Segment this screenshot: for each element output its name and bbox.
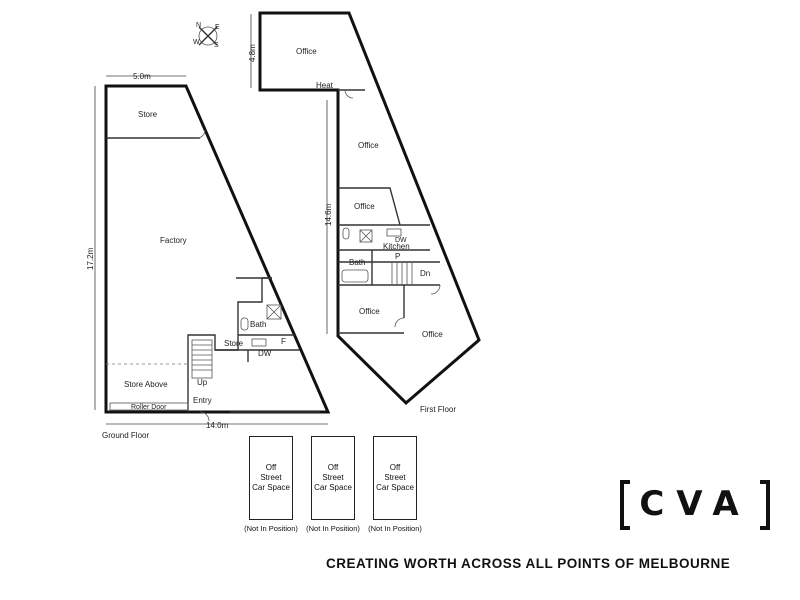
ground-dim-side: 17.2m xyxy=(86,247,95,270)
ff-bath-label: Bath xyxy=(349,258,365,267)
roller-door xyxy=(109,402,189,411)
ff-heat-label: Heat xyxy=(316,81,334,90)
car-space-2-label: Off Street Car Space xyxy=(314,463,352,492)
car-space-2-note: (Not In Position) xyxy=(306,524,360,533)
car-space-3: Off Street Car Space xyxy=(373,436,417,520)
ff-p-label: P xyxy=(395,252,400,261)
ff-shower-icon xyxy=(359,229,373,243)
ff-dn-label: Dn xyxy=(420,269,430,278)
ff-office5-label: Office xyxy=(422,330,443,339)
ff-office4-label: Office xyxy=(359,307,380,316)
compass-e: E xyxy=(215,24,220,31)
ground-store-label: Store xyxy=(138,110,158,119)
ground-dim-bottom: 14.0m xyxy=(206,421,229,430)
first-floor-outline xyxy=(258,11,481,406)
first-dim-side: 14.6m xyxy=(324,203,333,226)
store-door xyxy=(196,129,206,139)
ground-dw-label: DW xyxy=(258,349,272,358)
ground-floor-outline xyxy=(104,84,331,414)
ground-dim-top: 5.0m xyxy=(133,72,151,81)
ground-store2-label: Store xyxy=(224,339,244,348)
bathtub-icon xyxy=(341,269,369,283)
landing-door xyxy=(430,284,441,295)
ff-dw-label: DW xyxy=(395,237,407,244)
toilet-icon xyxy=(240,317,249,331)
ground-bath-label: Bath xyxy=(250,320,266,329)
car-space-2: Off Street Car Space xyxy=(311,436,355,520)
ff-kitchen-label: Kitchen xyxy=(383,242,410,251)
tagline: CREATING WORTH ACROSS ALL POINTS OF MELB… xyxy=(326,556,731,571)
ff-office3-label: Office xyxy=(354,202,375,211)
ff-office2-label: Office xyxy=(358,141,379,150)
logo-bracket-left xyxy=(620,480,630,530)
ground-up-label: Up xyxy=(197,378,208,387)
ff-stairs-icon xyxy=(391,262,413,285)
heat-door xyxy=(344,89,354,99)
sink-icon xyxy=(251,338,267,347)
entry-door xyxy=(199,411,210,422)
ff-toilet-icon xyxy=(342,227,350,240)
factory-label: Factory xyxy=(160,236,187,245)
store-above-label: Store Above xyxy=(124,380,168,389)
cva-logo: CVA xyxy=(620,480,770,534)
shower-icon xyxy=(266,304,282,320)
office3-wall xyxy=(338,187,401,226)
compass-n: N xyxy=(196,22,201,29)
ff-sink-icon xyxy=(386,228,402,237)
car-space-1-note: (Not In Position) xyxy=(244,524,298,533)
logo-text: CVA xyxy=(639,484,751,524)
ground-floor-caption: Ground Floor xyxy=(102,431,149,440)
compass-w: W xyxy=(193,39,200,46)
car-space-3-label: Off Street Car Space xyxy=(376,463,414,492)
entry-label: Entry xyxy=(193,396,212,405)
compass-icon: N E S W xyxy=(193,22,220,49)
ground-f-label: F xyxy=(281,337,286,346)
roller-door-label: Roller Door xyxy=(131,404,167,411)
car-space-3-note: (Not In Position) xyxy=(368,524,422,533)
first-floor-caption: First Floor xyxy=(420,405,456,414)
stairs-icon xyxy=(191,339,213,379)
car-space-1-label: Off Street Car Space xyxy=(252,463,290,492)
first-dim-top: 4.8m xyxy=(248,44,257,62)
logo-bracket-right xyxy=(760,480,770,530)
ff-office1-label: Office xyxy=(296,47,317,56)
office4-door xyxy=(394,317,405,328)
car-space-1: Off Street Car Space xyxy=(249,436,293,520)
compass-s: S xyxy=(214,42,219,49)
ground-floor-plan: 5.0m 17.2m 14.0m xyxy=(86,72,331,440)
first-floor-plan: 4.8m 14.6m xyxy=(248,11,481,414)
